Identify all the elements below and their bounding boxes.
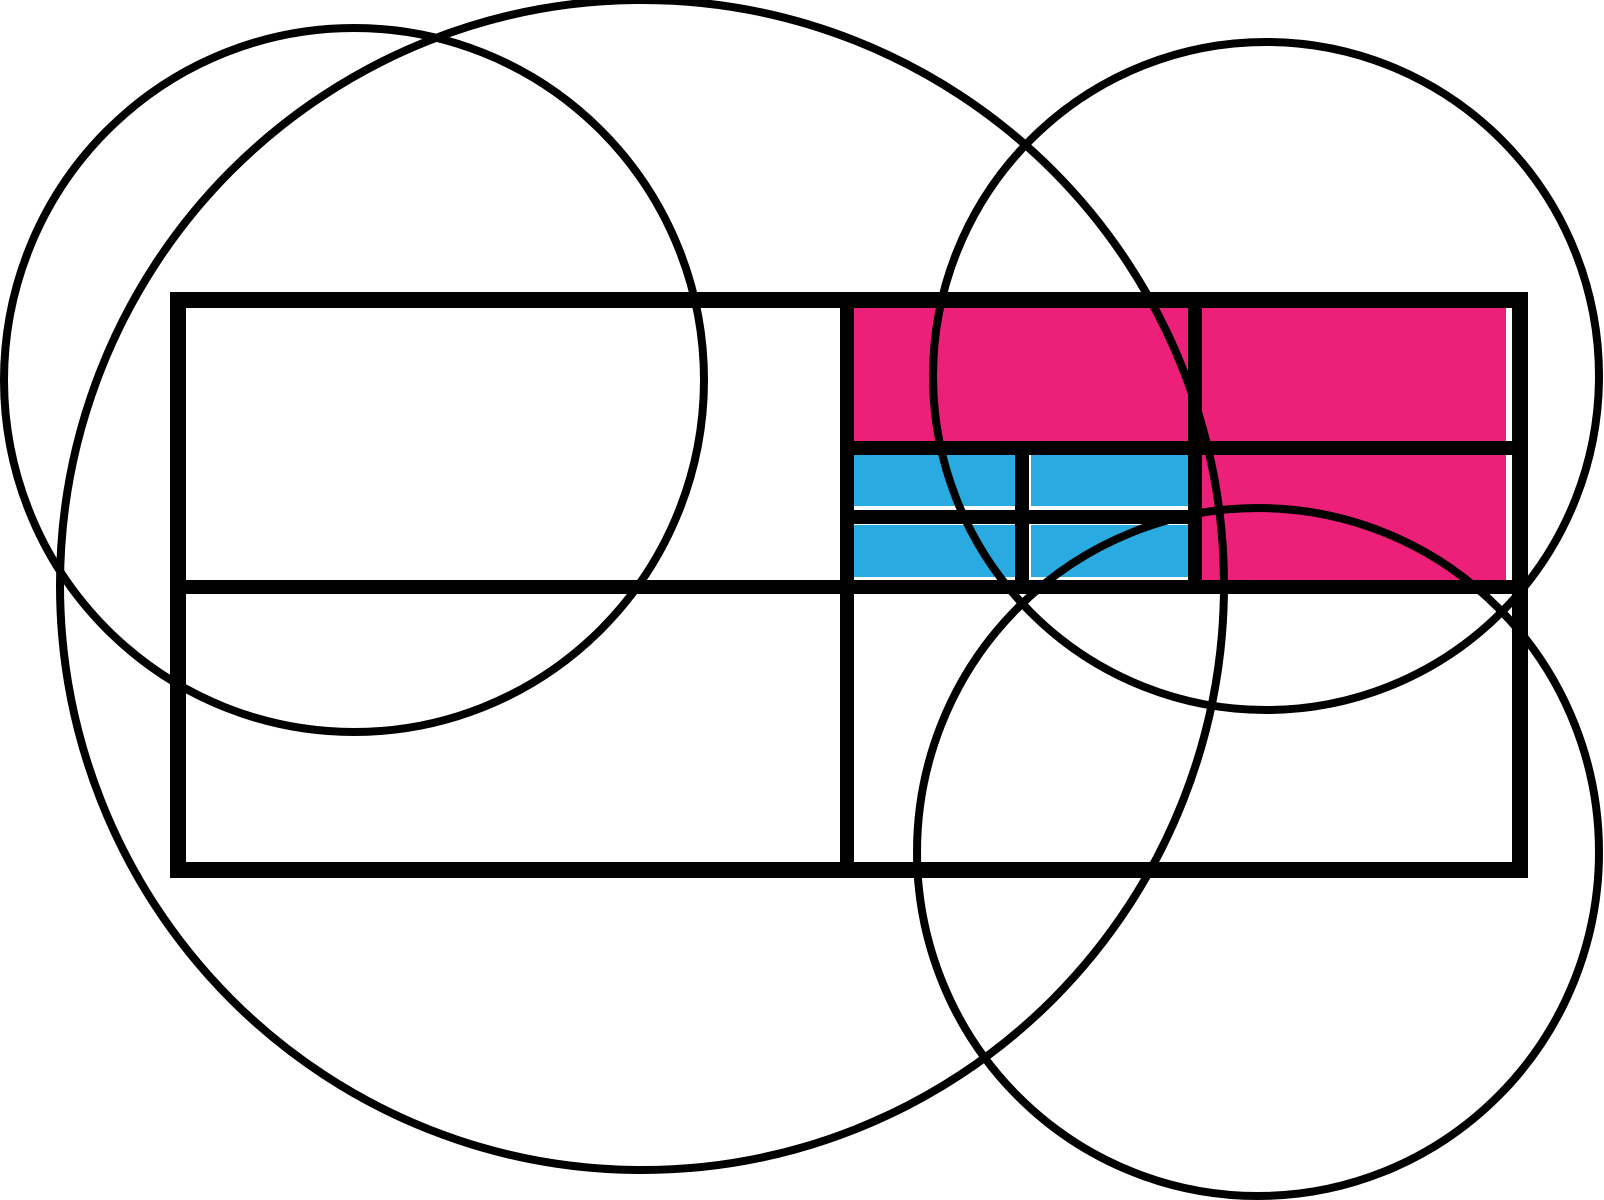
circle-large <box>56 0 1228 1174</box>
magenta-region-top <box>851 308 1506 442</box>
circle-top-left <box>0 24 708 736</box>
circle-bottom-right <box>913 504 1603 1200</box>
cyan-region-4 <box>1031 525 1190 577</box>
grid-rectangle <box>170 292 1528 878</box>
circle-top-right <box>929 38 1603 714</box>
fill-regions <box>851 308 1506 587</box>
cyan-region-3 <box>851 525 1015 577</box>
magenta-region-right <box>1198 442 1506 587</box>
cyan-region-2 <box>1031 454 1190 506</box>
cyan-region-1 <box>851 454 1015 506</box>
